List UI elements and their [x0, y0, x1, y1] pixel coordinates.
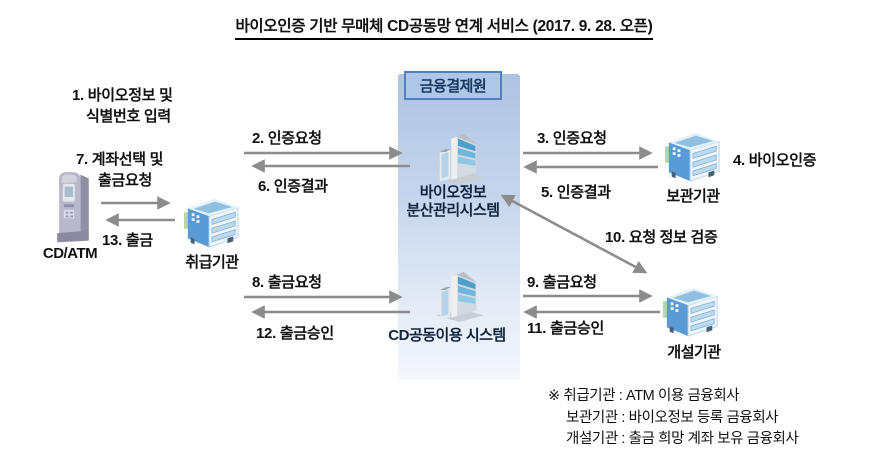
cd-system-label: CD공동이용 시스템: [388, 327, 506, 344]
bio-system-label-line1: 바이오정보: [419, 184, 487, 201]
bio-system-server-icon: [428, 129, 490, 185]
kftc-org-label: 금융결제원: [419, 78, 487, 95]
bio-system-label: 바이오정보 분산관리시스템: [373, 184, 533, 220]
footnote-line2: 보관기관 : 바이오정보 등록 금융회사: [566, 410, 779, 426]
atm-icon: [42, 170, 104, 248]
step1-label: 1. 바이오정보 및 식별번호 입력: [72, 84, 173, 126]
step1-line1: 1. 바이오정보 및: [72, 87, 173, 104]
step9-label: 9. 출금요청: [527, 274, 597, 291]
step2-label: 2. 인증요청: [252, 130, 322, 147]
opening-institution-label: 개설기관: [667, 344, 721, 361]
step4-label: 4. 바이오인증: [733, 152, 817, 169]
kftc-zone-band: [398, 74, 520, 380]
handling-institution-label: 취급기관: [185, 254, 239, 271]
step7-line2: 출금요청: [98, 172, 153, 189]
storage-institution-label: 보관기관: [666, 188, 720, 205]
step10-label: 10. 요청 정보 검증: [605, 229, 718, 246]
step13-label: 13. 출금: [102, 232, 153, 249]
handling-institution-building-icon: [183, 192, 241, 250]
opening-institution-building-icon: [662, 281, 720, 339]
footnote-line3: 개설기관 : 출금 희망 계좌 보유 금융회사: [566, 431, 799, 447]
page-title: 바이오인증 기반 무매체 CD공동망 연계 서비스 (2017. 9. 28. …: [0, 14, 888, 40]
step11-label: 11. 출금승인: [527, 320, 604, 337]
footnote-line1: ※ 취급기관 : ATM 이용 금융회사: [548, 388, 740, 404]
step3-label: 3. 인증요청: [537, 130, 607, 147]
step7-line1: 7. 계좌선택 및: [76, 151, 164, 168]
kftc-org-box: 금융결제원: [404, 71, 502, 100]
step6-label: 6. 인증결과: [258, 178, 328, 195]
page-title-text: 바이오인증 기반 무매체 CD공동망 연계 서비스 (2017. 9. 28. …: [235, 14, 653, 40]
storage-institution-building-icon: [664, 126, 722, 184]
step7-label: 7. 계좌선택 및 출금요청: [76, 148, 163, 190]
step8-label: 8. 출금요청: [252, 274, 322, 291]
atm-label: CD/ATM: [42, 245, 98, 262]
step12-label: 12. 출금승인: [256, 325, 334, 342]
cd-system-server-icon: [428, 267, 490, 323]
step1-line2: 식별번호 입력: [86, 108, 171, 125]
bio-system-label-line2: 분산관리시스템: [406, 202, 500, 219]
step5-label: 5. 인증결과: [541, 184, 611, 201]
